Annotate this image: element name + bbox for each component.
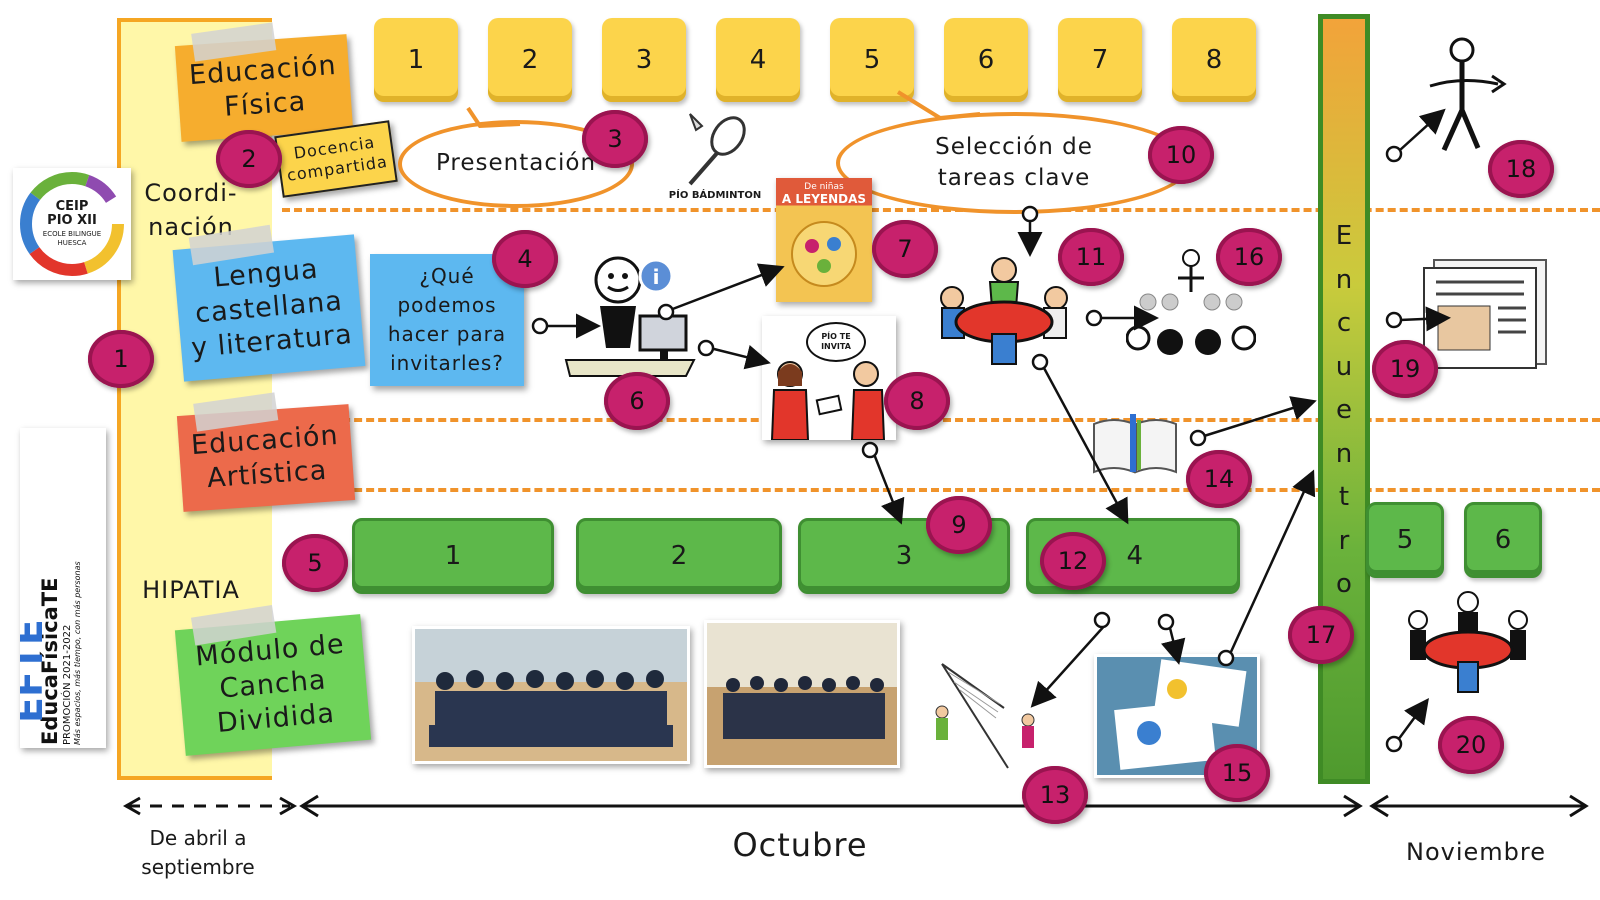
ef-session-2: 2 [488, 18, 572, 102]
ceip-sub: ECOLE BILINGUE HUESCA [42, 230, 102, 247]
step-13: 13 [1022, 766, 1088, 824]
bubble-seleccion: Selección de tareas clave [836, 112, 1192, 214]
badminton-label: PÍO BÁDMINTON [668, 190, 762, 201]
step-16: 16 [1216, 228, 1282, 286]
ceip-name: CEIP PIO XII [47, 199, 97, 228]
ef-session-1: 1 [374, 18, 458, 102]
step-14: 14 [1186, 450, 1252, 508]
separator-3 [282, 488, 1600, 492]
step-18: 18 [1488, 140, 1554, 198]
step-20: 20 [1438, 716, 1504, 774]
step-10: 10 [1148, 126, 1214, 184]
ef-session-3: 3 [602, 18, 686, 102]
timeline-before: De abril a septiembre [141, 826, 255, 879]
two-people-icon [770, 361, 886, 440]
book-cover: De niñas A LEYENDAS [776, 178, 872, 302]
ef-session-5: 5 [830, 18, 914, 102]
nov-session-5: 5 [1366, 502, 1444, 578]
poster-photo [1094, 654, 1260, 778]
step-12: 12 [1040, 532, 1106, 590]
badminton-net-icon [935, 663, 1035, 769]
timeline-octubre: Octubre [732, 826, 868, 864]
ef-session-6: 6 [944, 18, 1028, 102]
invitation-scene: PÍO TE INVITA [762, 316, 896, 440]
group-photo-2 [704, 620, 900, 768]
step-11: 11 [1058, 228, 1124, 286]
walking-figure-icon [1429, 37, 1507, 152]
book-illustration-icon [791, 221, 857, 287]
hipatia-label: HIPATIA [142, 576, 240, 604]
ceip-ring-icon [20, 172, 124, 276]
bubble-presentacion: Presentación [398, 120, 634, 208]
svg-text:i: i [653, 265, 660, 289]
newspaper-icon [1423, 259, 1547, 369]
step-19: 19 [1372, 340, 1438, 398]
step-8: 8 [884, 372, 950, 430]
step-5: 5 [282, 534, 348, 592]
person-computer-icon: i [564, 256, 696, 377]
step-15: 15 [1204, 744, 1270, 802]
nov-meeting-icon [1408, 591, 1528, 693]
step-7: 7 [872, 220, 938, 278]
step-3: 3 [582, 110, 648, 168]
mod-session-2: 2 [576, 518, 782, 594]
book-small: De niñas [804, 182, 844, 192]
nov-session-6: 6 [1464, 502, 1542, 578]
open-book-icon [1093, 414, 1177, 474]
step-1: 1 [88, 330, 154, 388]
group-photo-1 [412, 626, 690, 764]
step-6: 6 [604, 372, 670, 430]
step-9: 9 [926, 496, 992, 554]
meeting-table-icon [940, 257, 1068, 365]
students-gym-icon [723, 676, 885, 739]
ef-session-4: 4 [716, 18, 800, 102]
ef-session-8: 8 [1172, 18, 1256, 102]
posters-icon [1114, 659, 1247, 770]
mod-session-1: 1 [352, 518, 554, 594]
ef-session-7: 7 [1058, 18, 1142, 102]
ceip-logo: CEIP PIO XII ECOLE BILINGUE HUESCA [13, 168, 131, 280]
step-4: 4 [492, 230, 558, 288]
students-group-icon [429, 670, 673, 747]
separator-1 [282, 208, 1600, 212]
badminton-racket-icon [688, 113, 746, 186]
book-title: A LEYENDAS [781, 192, 867, 206]
step-17: 17 [1288, 606, 1354, 664]
step-2: 2 [216, 130, 282, 188]
invita-bubble: PÍO TE INVITA [806, 322, 866, 362]
educafisicate-logo: EducaFísicaTE PROMOCIÓN 2021-2022 Más es… [20, 428, 106, 748]
timeline-noviembre: Noviembre [1406, 838, 1546, 866]
